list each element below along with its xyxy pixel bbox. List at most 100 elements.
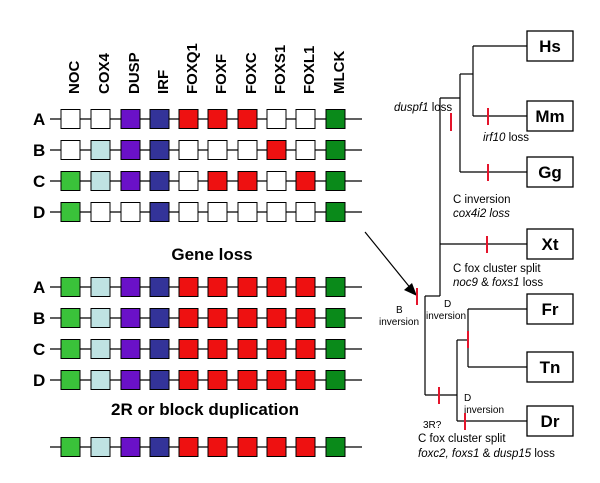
gene-box-foxf <box>207 437 228 457</box>
gene-box-foxq1 <box>178 140 199 160</box>
gene-box-mlck <box>325 437 346 457</box>
gene-box-foxf <box>207 277 228 297</box>
gene-box-cox4 <box>90 277 111 297</box>
top-row-c: C <box>33 171 362 191</box>
gene-box-foxc <box>237 277 258 297</box>
annotation-d-inversion-1: inversion <box>426 311 466 322</box>
mid-rows: A B C D <box>33 277 362 390</box>
annotation-c-fox-split-2: C fox cluster split <box>418 433 506 445</box>
gene-box-dusp <box>120 109 141 129</box>
gene-box-foxs1 <box>266 202 287 222</box>
gene-box-foxf <box>207 171 228 191</box>
gene-box-cox4 <box>90 202 111 222</box>
gene-boxes <box>60 308 346 328</box>
gene-box-foxl1 <box>295 202 316 222</box>
gene-boxes <box>60 339 346 359</box>
gene-box-mlck <box>325 339 346 359</box>
gene-box-foxl1 <box>295 308 316 328</box>
gene-box-foxs1 <box>266 339 287 359</box>
gene-box-cox4 <box>90 109 111 129</box>
gene-box-foxl1 <box>295 437 316 457</box>
gene-box-irf <box>149 277 170 297</box>
gene-box-dusp <box>120 171 141 191</box>
gene-box-foxc <box>237 370 258 390</box>
gene-box-cox4 <box>90 370 111 390</box>
gene-box-foxs1 <box>266 308 287 328</box>
gene-box-foxf <box>207 202 228 222</box>
annotation-c-inversion: C inversion <box>453 194 511 206</box>
row-label: B <box>33 141 45 160</box>
top-row-a: A <box>33 109 362 129</box>
gene-box-mlck <box>325 308 346 328</box>
header-dusp: DUSP <box>126 52 143 94</box>
gene-box-foxf <box>207 308 228 328</box>
gene-box-foxq1 <box>178 339 199 359</box>
gene-box-noc <box>60 277 81 297</box>
gene-box-noc <box>60 437 81 457</box>
species-gg: Gg <box>526 156 574 188</box>
gene-box-noc <box>60 109 81 129</box>
gene-box-foxl1 <box>295 339 316 359</box>
annotation-c-fox-split-1: C fox cluster split <box>453 263 541 275</box>
header-foxc: FOXC <box>243 52 260 94</box>
transition-arrow <box>364 231 417 296</box>
gene-loss-title: Gene loss <box>171 245 252 264</box>
gene-box-cox4 <box>90 339 111 359</box>
gene-box-foxc <box>237 202 258 222</box>
species-label: Gg <box>538 163 562 182</box>
mid-row-c: C <box>33 339 362 359</box>
ancestral-row <box>50 437 362 457</box>
gene-box-foxc <box>237 109 258 129</box>
species-xt: Xt <box>526 228 574 260</box>
gene-box-foxs1 <box>266 140 287 160</box>
gene-box-noc <box>60 171 81 191</box>
annotation-duspf1-loss: duspf1 loss <box>394 102 452 114</box>
gene-box-foxc <box>237 308 258 328</box>
gene-box-cox4 <box>90 308 111 328</box>
species-dr: Dr <box>526 405 574 437</box>
gene-box-foxl1 <box>295 171 316 191</box>
gene-box-dusp <box>120 277 141 297</box>
annotation-noc9-foxs1-loss: noc9 & foxs1 loss <box>453 277 543 289</box>
gene-boxes <box>60 140 346 160</box>
species-label: Tn <box>540 358 561 377</box>
gene-box-dusp <box>120 339 141 359</box>
gene-box-foxc <box>237 140 258 160</box>
annotation-dr-loss: foxc2, foxs1 & dusp15 loss <box>418 448 555 460</box>
gene-box-foxc <box>237 339 258 359</box>
gene-box-foxq1 <box>178 171 199 191</box>
gene-box-irf <box>149 370 170 390</box>
gene-boxes <box>60 370 346 390</box>
column-headers: NOC COX4 DUSP IRF FOXQ1 FOXF FOXC FOXS1 … <box>66 43 348 94</box>
row-label: A <box>33 278 45 297</box>
annotation-b-label: B <box>396 305 403 316</box>
gene-box-cox4 <box>90 140 111 160</box>
gene-boxes <box>60 277 346 297</box>
gene-box-foxl1 <box>295 109 316 129</box>
gene-box-noc <box>60 308 81 328</box>
gene-box-foxs1 <box>266 370 287 390</box>
gene-box-irf <box>149 109 170 129</box>
gene-box-foxf <box>207 370 228 390</box>
header-mlck: MLCK <box>331 51 348 94</box>
gene-box-foxq1 <box>178 437 199 457</box>
species-tn: Tn <box>526 351 574 383</box>
gene-box-foxs1 <box>266 109 287 129</box>
gene-box-dusp <box>120 370 141 390</box>
gene-box-irf <box>149 202 170 222</box>
gene-boxes <box>60 202 346 222</box>
gene-box-cox4 <box>90 437 111 457</box>
annotation-d-label-1: D <box>444 299 451 310</box>
top-row-b: B <box>33 140 362 160</box>
gene-box-irf <box>149 171 170 191</box>
gene-box-foxc <box>237 437 258 457</box>
header-irf: IRF <box>155 70 172 94</box>
gene-box-foxf <box>207 140 228 160</box>
gene-box-noc <box>60 370 81 390</box>
gene-box-irf <box>149 339 170 359</box>
annotation-d-label-2: D <box>464 393 471 404</box>
gene-boxes <box>60 109 346 129</box>
annotation-cox4i2-loss: cox4i2 loss <box>453 208 510 220</box>
annotation-b-inversion: inversion <box>379 317 419 328</box>
